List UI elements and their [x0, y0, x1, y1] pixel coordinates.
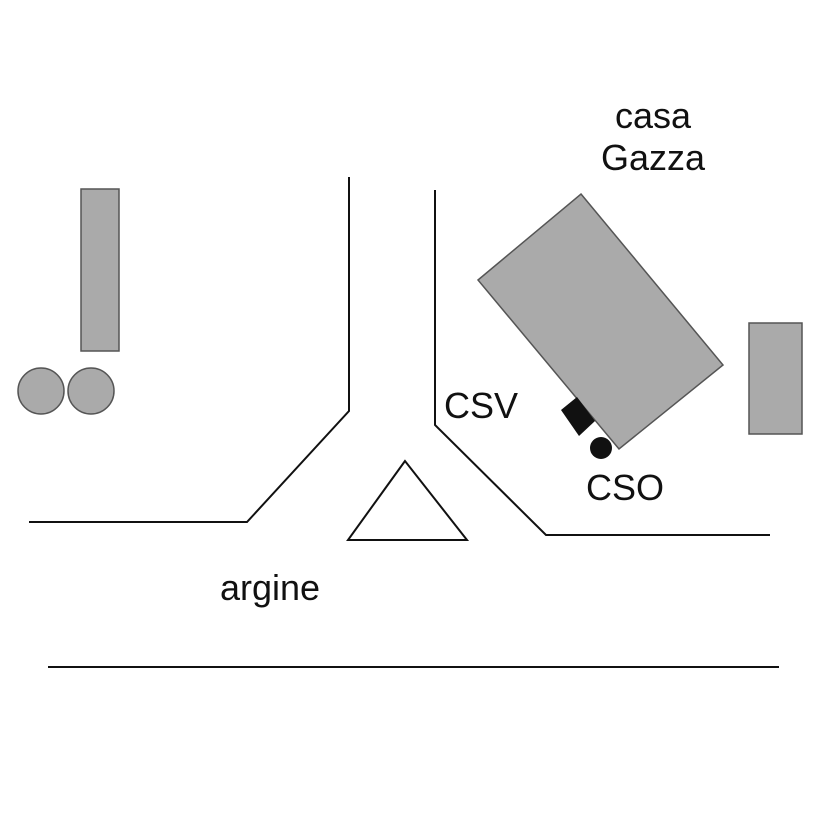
triangle-island: [346, 459, 470, 541]
left-round-structure-2: [67, 367, 115, 415]
road-edge-right: [434, 190, 770, 536]
left-building: [80, 188, 120, 352]
casa-gazza-building: [476, 192, 725, 451]
casa-label: casa: [614, 95, 692, 136]
csv-marker: [561, 397, 595, 436]
left-round-structure-1: [17, 367, 65, 415]
right-building: [748, 322, 803, 435]
csv-label: CSV: [444, 385, 519, 426]
cso-label: CSO: [586, 467, 665, 508]
gazza-label: Gazza: [600, 137, 706, 178]
road-edge-left: [29, 177, 350, 523]
argine-label: argine: [220, 567, 321, 608]
cso-marker: [590, 437, 612, 459]
